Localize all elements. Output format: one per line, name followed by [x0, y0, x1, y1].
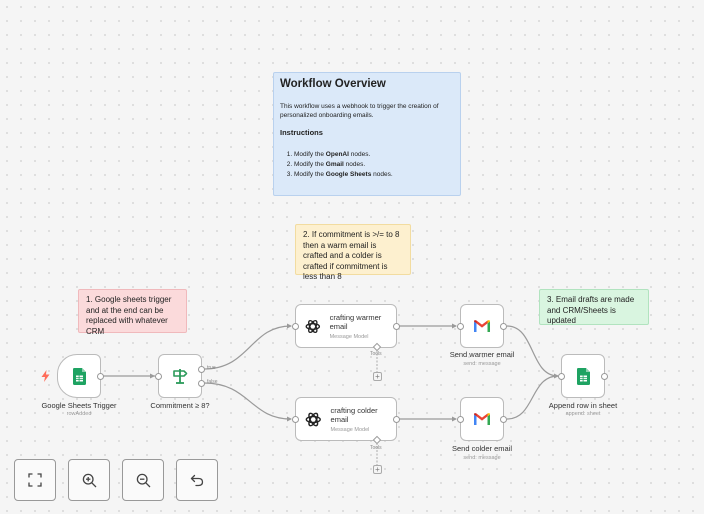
sticky-workflow-overview[interactable]: Workflow Overview This workflow uses a w… — [273, 72, 461, 196]
node-send-colder-email[interactable] — [460, 397, 504, 441]
zoom-out-icon — [136, 473, 150, 487]
output-port[interactable] — [392, 415, 400, 423]
fit-view-icon — [28, 473, 42, 487]
instruction-item: Modify the OpenAI nodes. — [294, 150, 454, 160]
node-label: Commitment ≥ 8? — [150, 401, 210, 410]
overview-title: Workflow Overview — [280, 78, 386, 90]
node-subtitle: append: sheet — [565, 411, 601, 417]
openai-icon — [305, 412, 321, 426]
instructions-heading: Instructions — [280, 127, 323, 137]
zoom-out-button[interactable] — [122, 459, 164, 501]
node-subtitle: Message Model — [330, 426, 370, 433]
overview-description: This workflow uses a webhook to trigger … — [280, 102, 439, 119]
true-branch-label: true — [207, 365, 216, 371]
output-port[interactable] — [600, 372, 608, 380]
node-crafting-warmer-email[interactable]: crafting warmer email Message Model — [295, 304, 397, 348]
input-port[interactable] — [291, 415, 299, 423]
sticky-text: 1. Google sheets trigger and at the end … — [86, 295, 172, 336]
node-subtitle: send: message — [463, 361, 501, 367]
zoom-in-button[interactable] — [68, 459, 110, 501]
gmail-icon — [474, 413, 490, 425]
lightning-bolt-icon — [41, 370, 50, 382]
output-port[interactable] — [97, 372, 104, 380]
undo-button[interactable] — [176, 459, 218, 501]
sticky-drafts-note[interactable]: 3. Email drafts are made and CRM/Sheets … — [539, 289, 649, 325]
sticky-text: 3. Email drafts are made and CRM/Sheets … — [547, 295, 635, 325]
fit-view-button[interactable] — [14, 459, 56, 501]
node-label: Append row in sheet — [548, 401, 618, 410]
node-subtitle: rowAdded — [66, 411, 92, 417]
false-branch-label: false — [207, 379, 218, 385]
google-sheets-icon — [72, 367, 86, 385]
input-port[interactable] — [557, 372, 565, 380]
instruction-item: Modify the Google Sheets nodes. — [294, 170, 454, 180]
zoom-in-icon — [82, 473, 96, 487]
instruction-item: Modify the Gmail nodes. — [294, 160, 454, 170]
node-label: Send colder email — [451, 444, 513, 453]
input-port[interactable] — [291, 322, 299, 330]
node-commitment-if[interactable] — [158, 354, 202, 398]
output-port[interactable] — [392, 322, 400, 330]
output-port[interactable] — [499, 415, 507, 423]
add-tool-button[interactable]: + — [373, 372, 382, 381]
node-label: Google Sheets Trigger — [41, 401, 117, 410]
node-label: Send warmer email — [449, 350, 515, 359]
tools-label: Tools — [370, 445, 382, 451]
node-append-row-in-sheet[interactable] — [561, 354, 605, 398]
node-send-warmer-email[interactable] — [460, 304, 504, 348]
add-tool-button[interactable]: + — [373, 465, 382, 474]
output-port-true[interactable] — [197, 365, 205, 373]
gmail-icon — [473, 320, 491, 332]
node-title: crafting warmer email — [329, 312, 382, 331]
node-title: crafting colder email — [330, 405, 378, 424]
sticky-commitment-note[interactable]: 2. If commitment is >/= to 8 then a warm… — [295, 224, 411, 281]
node-crafting-colder-email[interactable]: crafting colder email Message Model — [295, 397, 397, 441]
output-port[interactable] — [499, 322, 507, 330]
node-subtitle: send: message — [463, 455, 501, 461]
node-google-sheets-trigger[interactable] — [57, 354, 101, 398]
input-port[interactable] — [154, 372, 162, 380]
sticky-text: 2. If commitment is >/= to 8 then a warm… — [303, 230, 400, 281]
sticky-trigger-note[interactable]: 1. Google sheets trigger and at the end … — [78, 289, 187, 336]
instructions-list: Modify the OpenAI nodes. Modify the Gmai… — [280, 150, 454, 180]
signpost-icon — [173, 369, 188, 384]
google-sheets-icon — [576, 367, 590, 385]
input-port[interactable] — [456, 322, 464, 330]
tools-label: Tools — [370, 351, 382, 357]
input-port[interactable] — [456, 415, 464, 423]
output-port-false[interactable] — [197, 379, 205, 387]
undo-icon — [190, 474, 204, 486]
node-subtitle: Message Model — [329, 333, 369, 340]
openai-icon — [305, 319, 321, 333]
edge-true-to-warm — [203, 325, 292, 370]
